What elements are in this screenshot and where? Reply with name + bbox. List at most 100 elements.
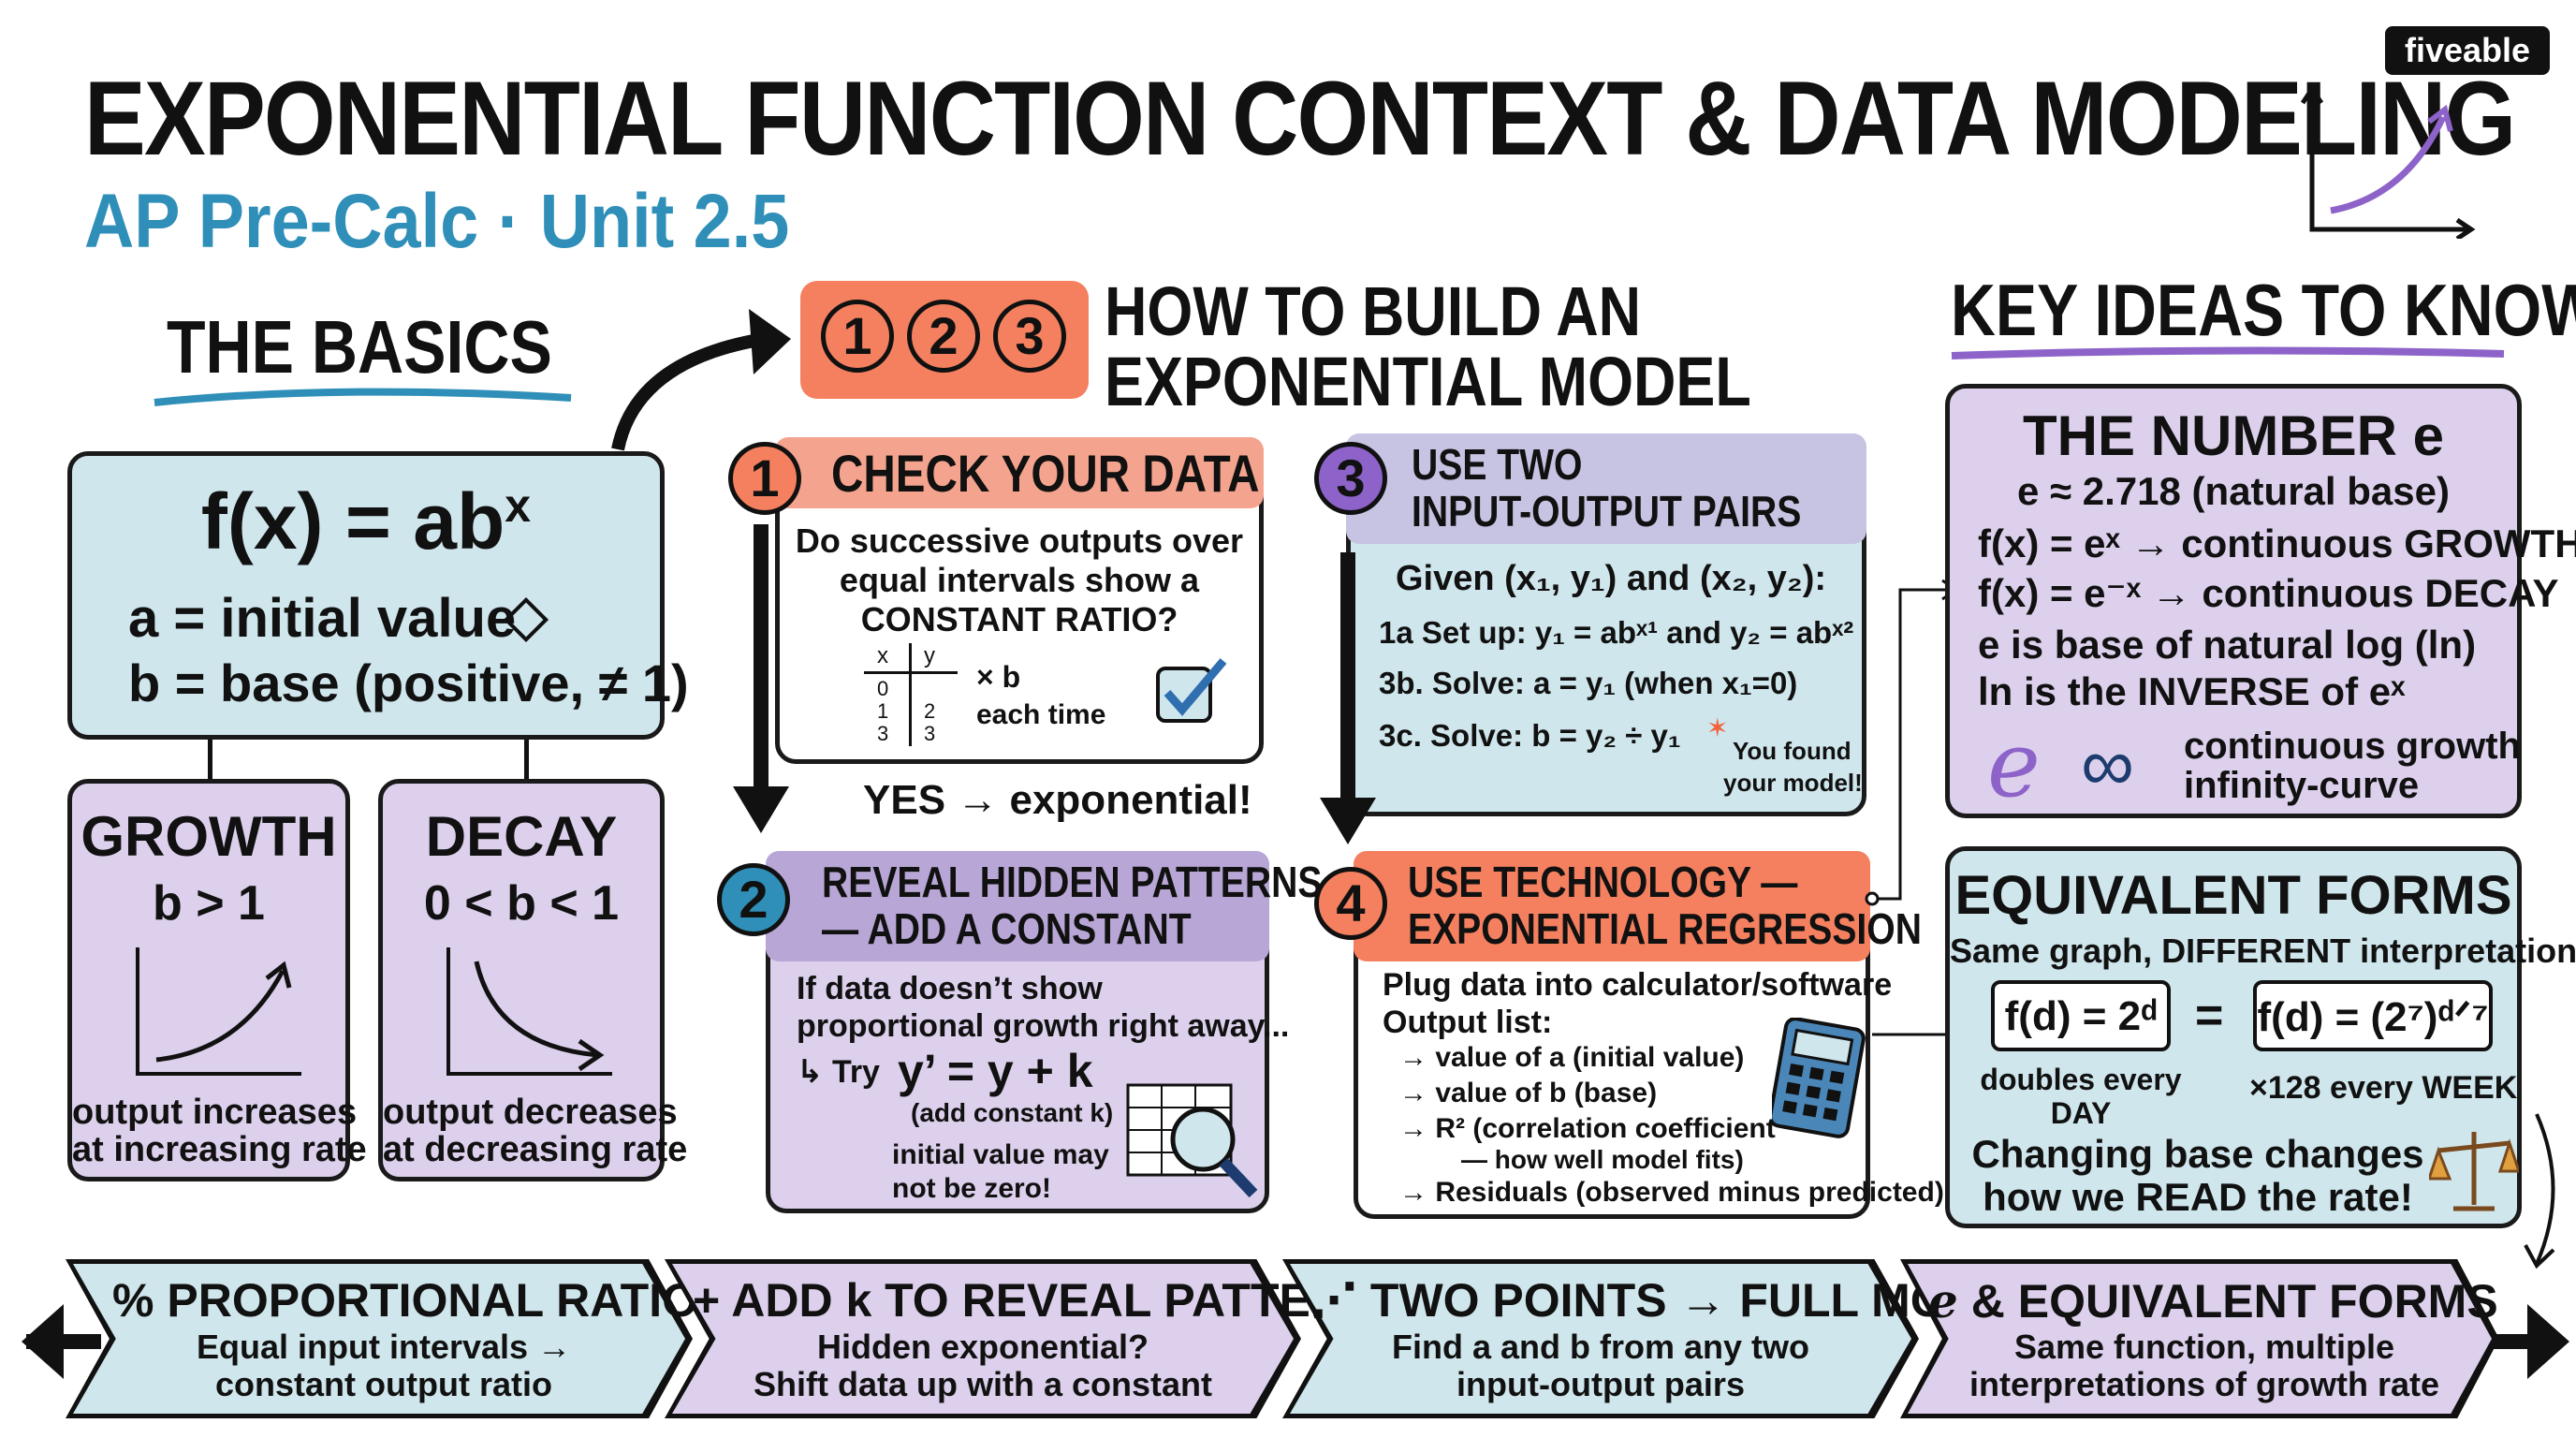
e-symbol-icon: e bbox=[1987, 712, 2041, 817]
line-b: b = base (positive, ≠ 1) bbox=[128, 653, 689, 712]
step3-solve-a: 3b. Solve: a = y₁ (when x₁=0) bbox=[1379, 666, 1798, 700]
each-time: each time bbox=[976, 699, 1106, 730]
step1-title: CHECK YOUR DATA bbox=[831, 444, 1260, 503]
e-decay: f(x) = e⁻ˣ → continuous DECAY bbox=[1978, 571, 2559, 615]
banner-4-line-2: interpretations of growth rate bbox=[1969, 1365, 2440, 1403]
step2-title-2: — ADD A CONSTANT bbox=[822, 904, 1192, 953]
connector-line bbox=[208, 740, 212, 782]
growth-axes-icon bbox=[2300, 84, 2476, 239]
down-arrow-icon bbox=[733, 524, 789, 833]
e-continuous-growth: continuous growth bbox=[2184, 726, 2521, 767]
changing-base-1: Changing base changes bbox=[1971, 1132, 2424, 1176]
step2-note-1: initial value may bbox=[892, 1139, 1109, 1170]
step3-found-1: You found bbox=[1733, 737, 1852, 765]
step4-output-b: → value of b (base) bbox=[1399, 1078, 1658, 1108]
basics-heading: THE BASICS bbox=[167, 305, 552, 389]
form1-note-2: DAY bbox=[2050, 1096, 2112, 1130]
howto-title-2: EXPONENTIAL MODEL bbox=[1105, 343, 1751, 420]
step2-number: 2 bbox=[717, 863, 790, 936]
step3-number: 3 bbox=[1314, 442, 1387, 515]
page-subtitle: AP Pre-Calc · Unit 2.5 bbox=[84, 179, 790, 264]
basics-underline bbox=[154, 388, 572, 406]
line-a: a = initial value bbox=[128, 588, 517, 649]
form2-note: ×128 every WEEK bbox=[2249, 1070, 2518, 1106]
step2-card: REVEAL HIDDEN PATTERNS — ADD A CONSTANT … bbox=[766, 851, 1322, 1213]
step3-solve-b: 3c. Solve: b = y₂ ÷ y₁ bbox=[1379, 718, 1681, 753]
curved-down-arrow bbox=[2524, 1113, 2555, 1269]
step4-number: 4 bbox=[1314, 867, 1387, 940]
step3-title-1: USE TWO bbox=[1412, 440, 1583, 489]
equivalent-forms-subtitle: Same graph, DIFFERENT interpretation bbox=[1950, 932, 2576, 970]
form2-box: f(d) = (2⁷)ᵈᐟ⁷ bbox=[2253, 980, 2493, 1051]
growth-desc-1: output increases bbox=[72, 1093, 358, 1132]
badge-num-1: 1 bbox=[821, 300, 894, 373]
step1-card: CHECK YOUR DATA Do successive outputs ov… bbox=[775, 437, 1264, 764]
step4-line-2: Output list: bbox=[1383, 1005, 1553, 1040]
form1-box: f(d) = 2ᵈ bbox=[1991, 980, 2171, 1051]
number-e-card: THE NUMBER e e ≈ 2.718 (natural base) f(… bbox=[1945, 384, 2576, 818]
banner-2-line-2: Shift data up with a constant bbox=[753, 1365, 1212, 1403]
equals-sign: = bbox=[2195, 989, 2224, 1043]
banner-4-title: e & EQUIVALENT FORMS bbox=[1928, 1273, 2498, 1328]
e-inverse: ln is the INVERSE of eˣ bbox=[1978, 669, 2406, 713]
step4-output-r2-note: — how well model fits) bbox=[1461, 1145, 1744, 1174]
banner-2-title: + ADD k TO REVEAL PATTERN bbox=[693, 1274, 1379, 1327]
banner-1-title: % PROPORTIONAL RATIOS bbox=[112, 1274, 730, 1327]
growth-condition: b > 1 bbox=[153, 876, 265, 931]
left-arrow-icon bbox=[22, 1304, 101, 1379]
infinity-icon: ∞ bbox=[2081, 723, 2135, 806]
basics-formula-card: f(x) = abx a = initial value b = base (p… bbox=[67, 451, 689, 740]
e-icon: e bbox=[1928, 1273, 1958, 1328]
banner-3-line-2: input-output pairs bbox=[1456, 1365, 1745, 1403]
step4-output-residuals: → Residuals (observed minus predicted) bbox=[1399, 1177, 1944, 1208]
e-value: e ≈ 2.718 (natural base) bbox=[2017, 469, 2450, 513]
step3-setup: 1a Set up: y₁ = abˣ¹ and y₂ = abˣ² bbox=[1379, 615, 1854, 650]
percent-icon: % bbox=[112, 1274, 154, 1327]
decay-desc-1: output decreases bbox=[383, 1093, 678, 1132]
banner-1 bbox=[73, 1264, 685, 1414]
step1-yes: YES → exponential! bbox=[863, 777, 1252, 823]
magnifier-table-icon bbox=[1126, 1083, 1258, 1198]
step2-equation: y’ = y + k bbox=[898, 1045, 1093, 1097]
key-ideas-heading: KEY IDEAS TO KNOW bbox=[1951, 269, 2576, 351]
howto-title-1: HOW TO BUILD AN bbox=[1105, 272, 1642, 350]
e-growth: f(x) = eˣ → continuous GROWTH bbox=[1978, 521, 2576, 565]
plus-icon: + bbox=[693, 1274, 721, 1327]
down-arrow-icon bbox=[1320, 552, 1376, 844]
step2-line-1: If data doesn’t show bbox=[797, 971, 1103, 1006]
equivalent-forms-card: EQUIVALENT FORMS Same graph, DIFFERENT i… bbox=[1945, 846, 2576, 1228]
equivalent-forms-title: EQUIVALENT FORMS bbox=[1954, 865, 2512, 926]
banner-2-line-1: Hidden exponential? bbox=[816, 1328, 1149, 1366]
badge-num-2: 2 bbox=[907, 300, 980, 373]
step2-note-2: not be zero! bbox=[892, 1173, 1051, 1204]
growth-curve-icon bbox=[136, 947, 301, 1076]
fiveable-logo: fiveable bbox=[2385, 26, 2550, 75]
banner-3 bbox=[1290, 1264, 1911, 1414]
step2-header: REVEAL HIDDEN PATTERNS — ADD A CONSTANT bbox=[766, 851, 1322, 961]
banner-3-title: ⋰ TWO POINTS → FULL MODEL bbox=[1310, 1274, 2041, 1327]
ratio-table: x 0 1 3 y 2 3 bbox=[864, 643, 958, 746]
connector-line bbox=[524, 740, 529, 782]
calculator-icon bbox=[1772, 1018, 1866, 1138]
scatter-icon: ⋰ bbox=[1310, 1274, 1357, 1327]
step3-card: USE TWO INPUT-OUTPUT PAIRS Given (x₁, y₁… bbox=[1346, 433, 1866, 816]
step4-card: USE TECHNOLOGY — EXPONENTIAL REGRESSION … bbox=[1354, 851, 1944, 1219]
times-b: × b bbox=[976, 660, 1021, 694]
banner-1-line-2: constant output ratio bbox=[215, 1365, 552, 1403]
step1-number: 1 bbox=[728, 442, 801, 515]
sparkle-icon: ✶ bbox=[1706, 713, 1729, 742]
growth-card: GROWTH b > 1 output increases at increas… bbox=[67, 779, 367, 1181]
step1-header: CHECK YOUR DATA bbox=[775, 437, 1264, 508]
step2-line-2: proportional growth right away... bbox=[797, 1008, 1290, 1044]
step2-title-1: REVEAL HIDDEN PATTERNS bbox=[822, 858, 1323, 906]
formula-text: f(x) = abx bbox=[200, 477, 532, 565]
banner-4-line-1: Same function, multiple bbox=[2013, 1328, 2395, 1366]
banner-1-line-1: Equal input intervals → bbox=[196, 1328, 572, 1366]
step3-header: USE TWO INPUT-OUTPUT PAIRS bbox=[1346, 433, 1866, 544]
decay-card: DECAY 0 < b < 1 output decreases at decr… bbox=[378, 779, 687, 1181]
e-infinity-curve: infinity-curve bbox=[2184, 765, 2420, 806]
step1-question-2: equal intervals show a bbox=[839, 561, 1200, 599]
step3-title-2: INPUT-OUTPUT PAIRS bbox=[1412, 487, 1802, 536]
step2-add-constant: (add constant k) bbox=[911, 1098, 1114, 1127]
step2-try: ↳ Try bbox=[797, 1054, 880, 1090]
